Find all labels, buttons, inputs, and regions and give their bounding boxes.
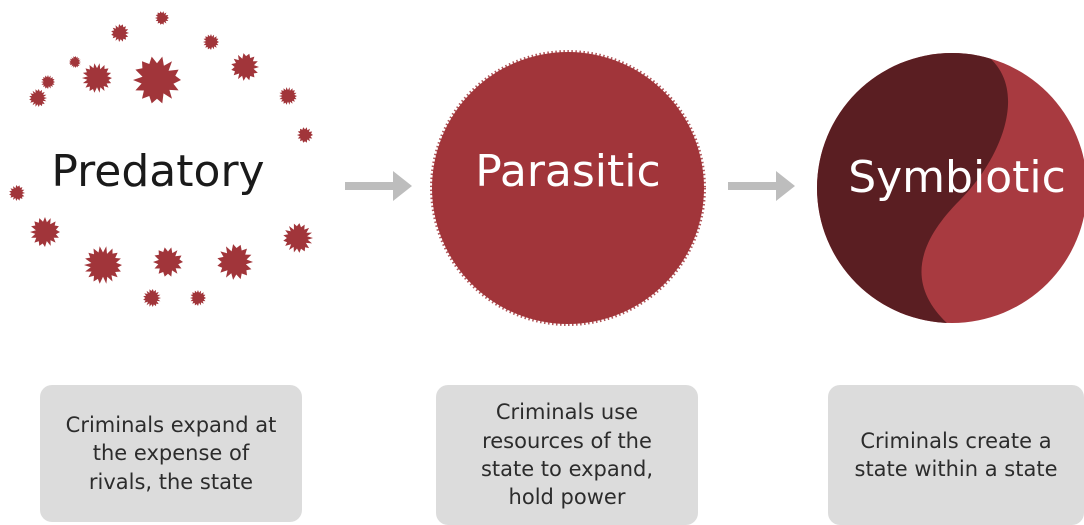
- predatory-blob: [231, 53, 259, 81]
- predatory-blob: [82, 63, 112, 93]
- predatory-blob: [217, 244, 253, 280]
- predatory-blob: [143, 289, 161, 307]
- description-text-predatory: Criminals expand at the expense of rival…: [65, 412, 277, 494]
- predatory-blob: [279, 87, 297, 105]
- predatory-blob: [203, 34, 219, 50]
- predatory-blob: [153, 247, 183, 277]
- scattered-blobs-icon: [9, 11, 313, 307]
- predatory-blob: [69, 56, 81, 68]
- predatory-blob: [133, 56, 181, 104]
- description-box-parasitic: Criminals use resources of the state to …: [436, 385, 698, 525]
- symbiotic-dark-half: [817, 53, 1008, 323]
- stage-label-parasitic: Parasitic: [475, 146, 661, 197]
- predatory-blob: [155, 11, 169, 25]
- parasitic-circle-icon: [430, 50, 706, 326]
- description-text-symbiotic: Criminals create a state within a state: [854, 428, 1058, 481]
- predatory-blob: [29, 89, 47, 107]
- predatory-blob: [190, 290, 206, 306]
- stage-label-predatory: Predatory: [51, 146, 265, 197]
- predatory-blob: [9, 185, 25, 201]
- predatory-blob: [30, 217, 60, 247]
- predatory-blob: [297, 127, 313, 143]
- description-text-parasitic: Criminals use resources of the state to …: [480, 400, 654, 510]
- symbiotic-circle-icon: [817, 53, 1084, 323]
- arrow-right-icon: [728, 171, 795, 201]
- predatory-blob: [84, 246, 122, 284]
- predatory-blob: [41, 75, 55, 89]
- predatory-blob: [283, 223, 313, 253]
- description-box-predatory: Criminals expand at the expense of rival…: [40, 385, 302, 522]
- arrow-right-icon: [345, 171, 412, 201]
- predatory-blob: [111, 24, 129, 42]
- stage-label-symbiotic: Symbiotic: [848, 152, 1066, 203]
- description-box-symbiotic: Criminals create a state within a state: [828, 385, 1084, 525]
